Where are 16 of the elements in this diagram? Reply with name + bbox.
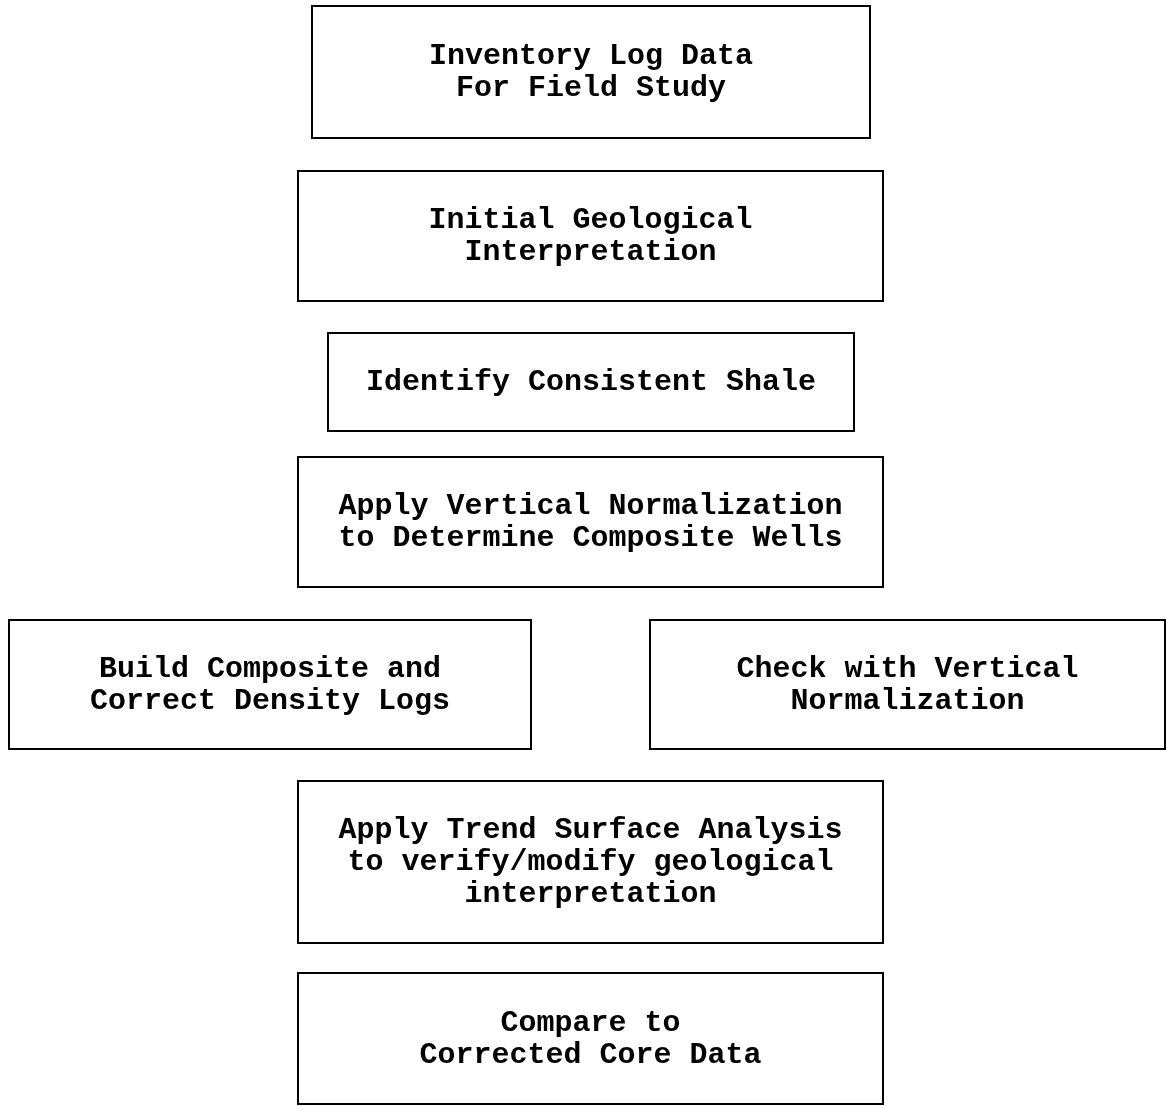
process-box <box>327 332 855 432</box>
process-box <box>649 619 1166 750</box>
process-box <box>297 456 884 588</box>
process-box <box>311 5 871 139</box>
step-text: Apply Trend Surface Analysis to verify/modify geological interpretation <box>338 814 843 910</box>
step-text: Compare to Corrected Core Data <box>419 1006 762 1071</box>
step-text: Check with Vertical Normalization <box>735 652 1080 717</box>
process-box <box>8 619 532 750</box>
step-text: Initial Geological Interpretation <box>427 204 754 268</box>
step-text: Identify Consistent Shale <box>365 366 817 398</box>
step-text: Apply Vertical Normalization to Determine Composite Wells <box>338 490 843 554</box>
process-box <box>297 780 884 944</box>
step-text: Build Composite and Correct Density Logs <box>89 652 450 717</box>
process-box <box>297 170 884 302</box>
step-text: Inventory Log Data For Field Study <box>428 40 753 104</box>
process-box <box>297 972 884 1105</box>
